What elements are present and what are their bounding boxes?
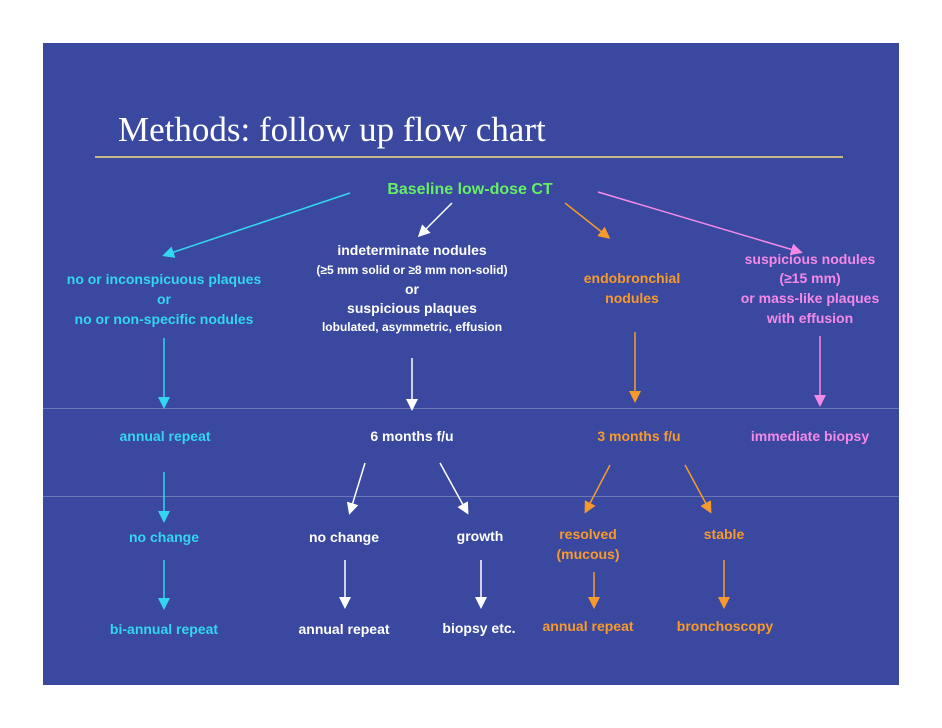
cyan-step2: no change bbox=[128, 529, 200, 545]
cyan-step1: annual repeat bbox=[119, 428, 211, 444]
orange-left-next: annual repeat bbox=[542, 618, 634, 634]
pink-line1: suspicious nodules bbox=[744, 251, 876, 267]
slide-title: Methods: follow up flow chart bbox=[118, 110, 546, 149]
cyan-line3: no or non-specific nodules bbox=[74, 311, 254, 327]
cyan-step3: bi-annual repeat bbox=[109, 621, 219, 637]
white-line3: or bbox=[405, 281, 419, 297]
root-node: Baseline low-dose CT bbox=[387, 181, 553, 198]
pink-line3: or mass-like plaques bbox=[740, 290, 880, 306]
white-left-next: annual repeat bbox=[298, 621, 390, 637]
white-left: no change bbox=[308, 529, 380, 545]
slide-background bbox=[43, 43, 899, 685]
orange-left-a: resolved bbox=[559, 526, 617, 542]
row-separator-2 bbox=[43, 496, 899, 497]
orange-right: stable bbox=[703, 526, 745, 542]
orange-step1: 3 months f/u bbox=[597, 428, 681, 444]
title-underline bbox=[95, 156, 843, 158]
pink-line4: with effusion bbox=[766, 310, 854, 326]
orange-line2: nodules bbox=[605, 290, 659, 306]
pink-line2: (≥15 mm) bbox=[779, 270, 841, 286]
white-line4: suspicious plaques bbox=[347, 300, 477, 316]
white-step1: 6 months f/u bbox=[370, 428, 454, 444]
white-line2: (≥5 mm solid or ≥8 mm non-solid) bbox=[316, 263, 508, 277]
pink-step1: immediate biopsy bbox=[750, 428, 870, 444]
white-line5: lobulated, asymmetric, effusion bbox=[321, 320, 503, 334]
white-right: growth bbox=[456, 528, 504, 544]
orange-line1: endobronchial bbox=[583, 270, 681, 286]
row-separator-1 bbox=[43, 408, 899, 409]
white-right-next: biopsy etc. bbox=[442, 620, 516, 636]
cyan-line1: no or inconspicuous plaques bbox=[66, 271, 262, 287]
orange-left-b: (mucous) bbox=[556, 546, 620, 562]
cyan-line2: or bbox=[157, 291, 171, 307]
orange-right-next: bronchoscopy bbox=[676, 618, 774, 634]
white-line1: indeterminate nodules bbox=[337, 242, 487, 258]
